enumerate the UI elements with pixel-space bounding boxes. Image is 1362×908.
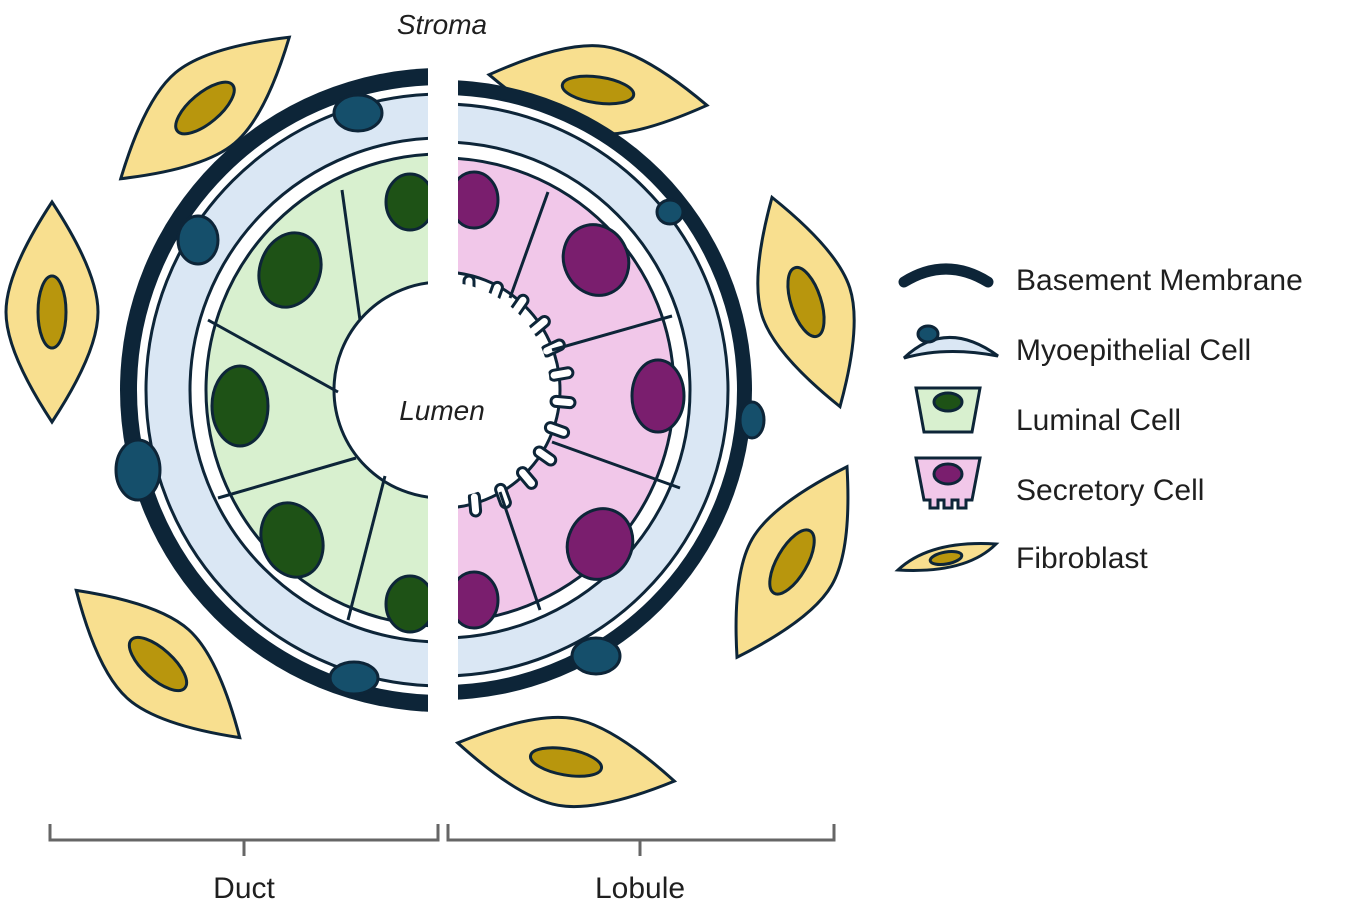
myoepithelial-nucleus — [740, 402, 764, 438]
lobule-bracket — [448, 824, 834, 856]
myoepithelial-nucleus — [657, 200, 683, 224]
myoepithelial-nucleus — [334, 95, 382, 131]
luminal-nucleus — [212, 366, 268, 446]
myoepithelial-nucleus — [178, 216, 218, 264]
legend-label-basement-membrane: Basement Membrane — [1016, 264, 1303, 297]
secretory-cell-icon — [916, 458, 980, 508]
stroma-label: Stroma — [397, 9, 487, 40]
myoepithelial-nucleus — [572, 638, 620, 674]
luminal-cell-icon — [916, 388, 980, 432]
duct-bracket — [50, 824, 438, 856]
legend-label-myoepithelial-cell: Myoepithelial Cell — [1016, 334, 1251, 367]
myoepithelial-nucleus — [116, 440, 160, 500]
luminal-nucleus — [386, 576, 434, 632]
duct-label: Duct — [213, 872, 275, 905]
legend: Basement Membrane Myoepithelial Cell Lum… — [898, 264, 1303, 575]
secretory-nucleus — [450, 172, 498, 228]
fibroblast-icon — [898, 544, 996, 571]
lobule-label: Lobule — [595, 872, 685, 905]
myoepithelial-cell-icon — [904, 326, 998, 358]
lumen-label: Lumen — [399, 395, 485, 426]
myoepithelial-nucleus — [330, 662, 378, 694]
fibroblast — [450, 700, 682, 825]
secretory-nucleus — [632, 360, 684, 432]
basement-membrane-icon — [904, 269, 988, 282]
secretory-nucleus — [450, 572, 498, 628]
legend-label-luminal-cell: Luminal Cell — [1016, 404, 1181, 437]
luminal-nucleus — [386, 174, 434, 230]
legend-label-secretory-cell: Secretory Cell — [1016, 474, 1204, 507]
legend-label-fibroblast: Fibroblast — [1016, 542, 1148, 575]
fibroblast — [6, 202, 98, 422]
